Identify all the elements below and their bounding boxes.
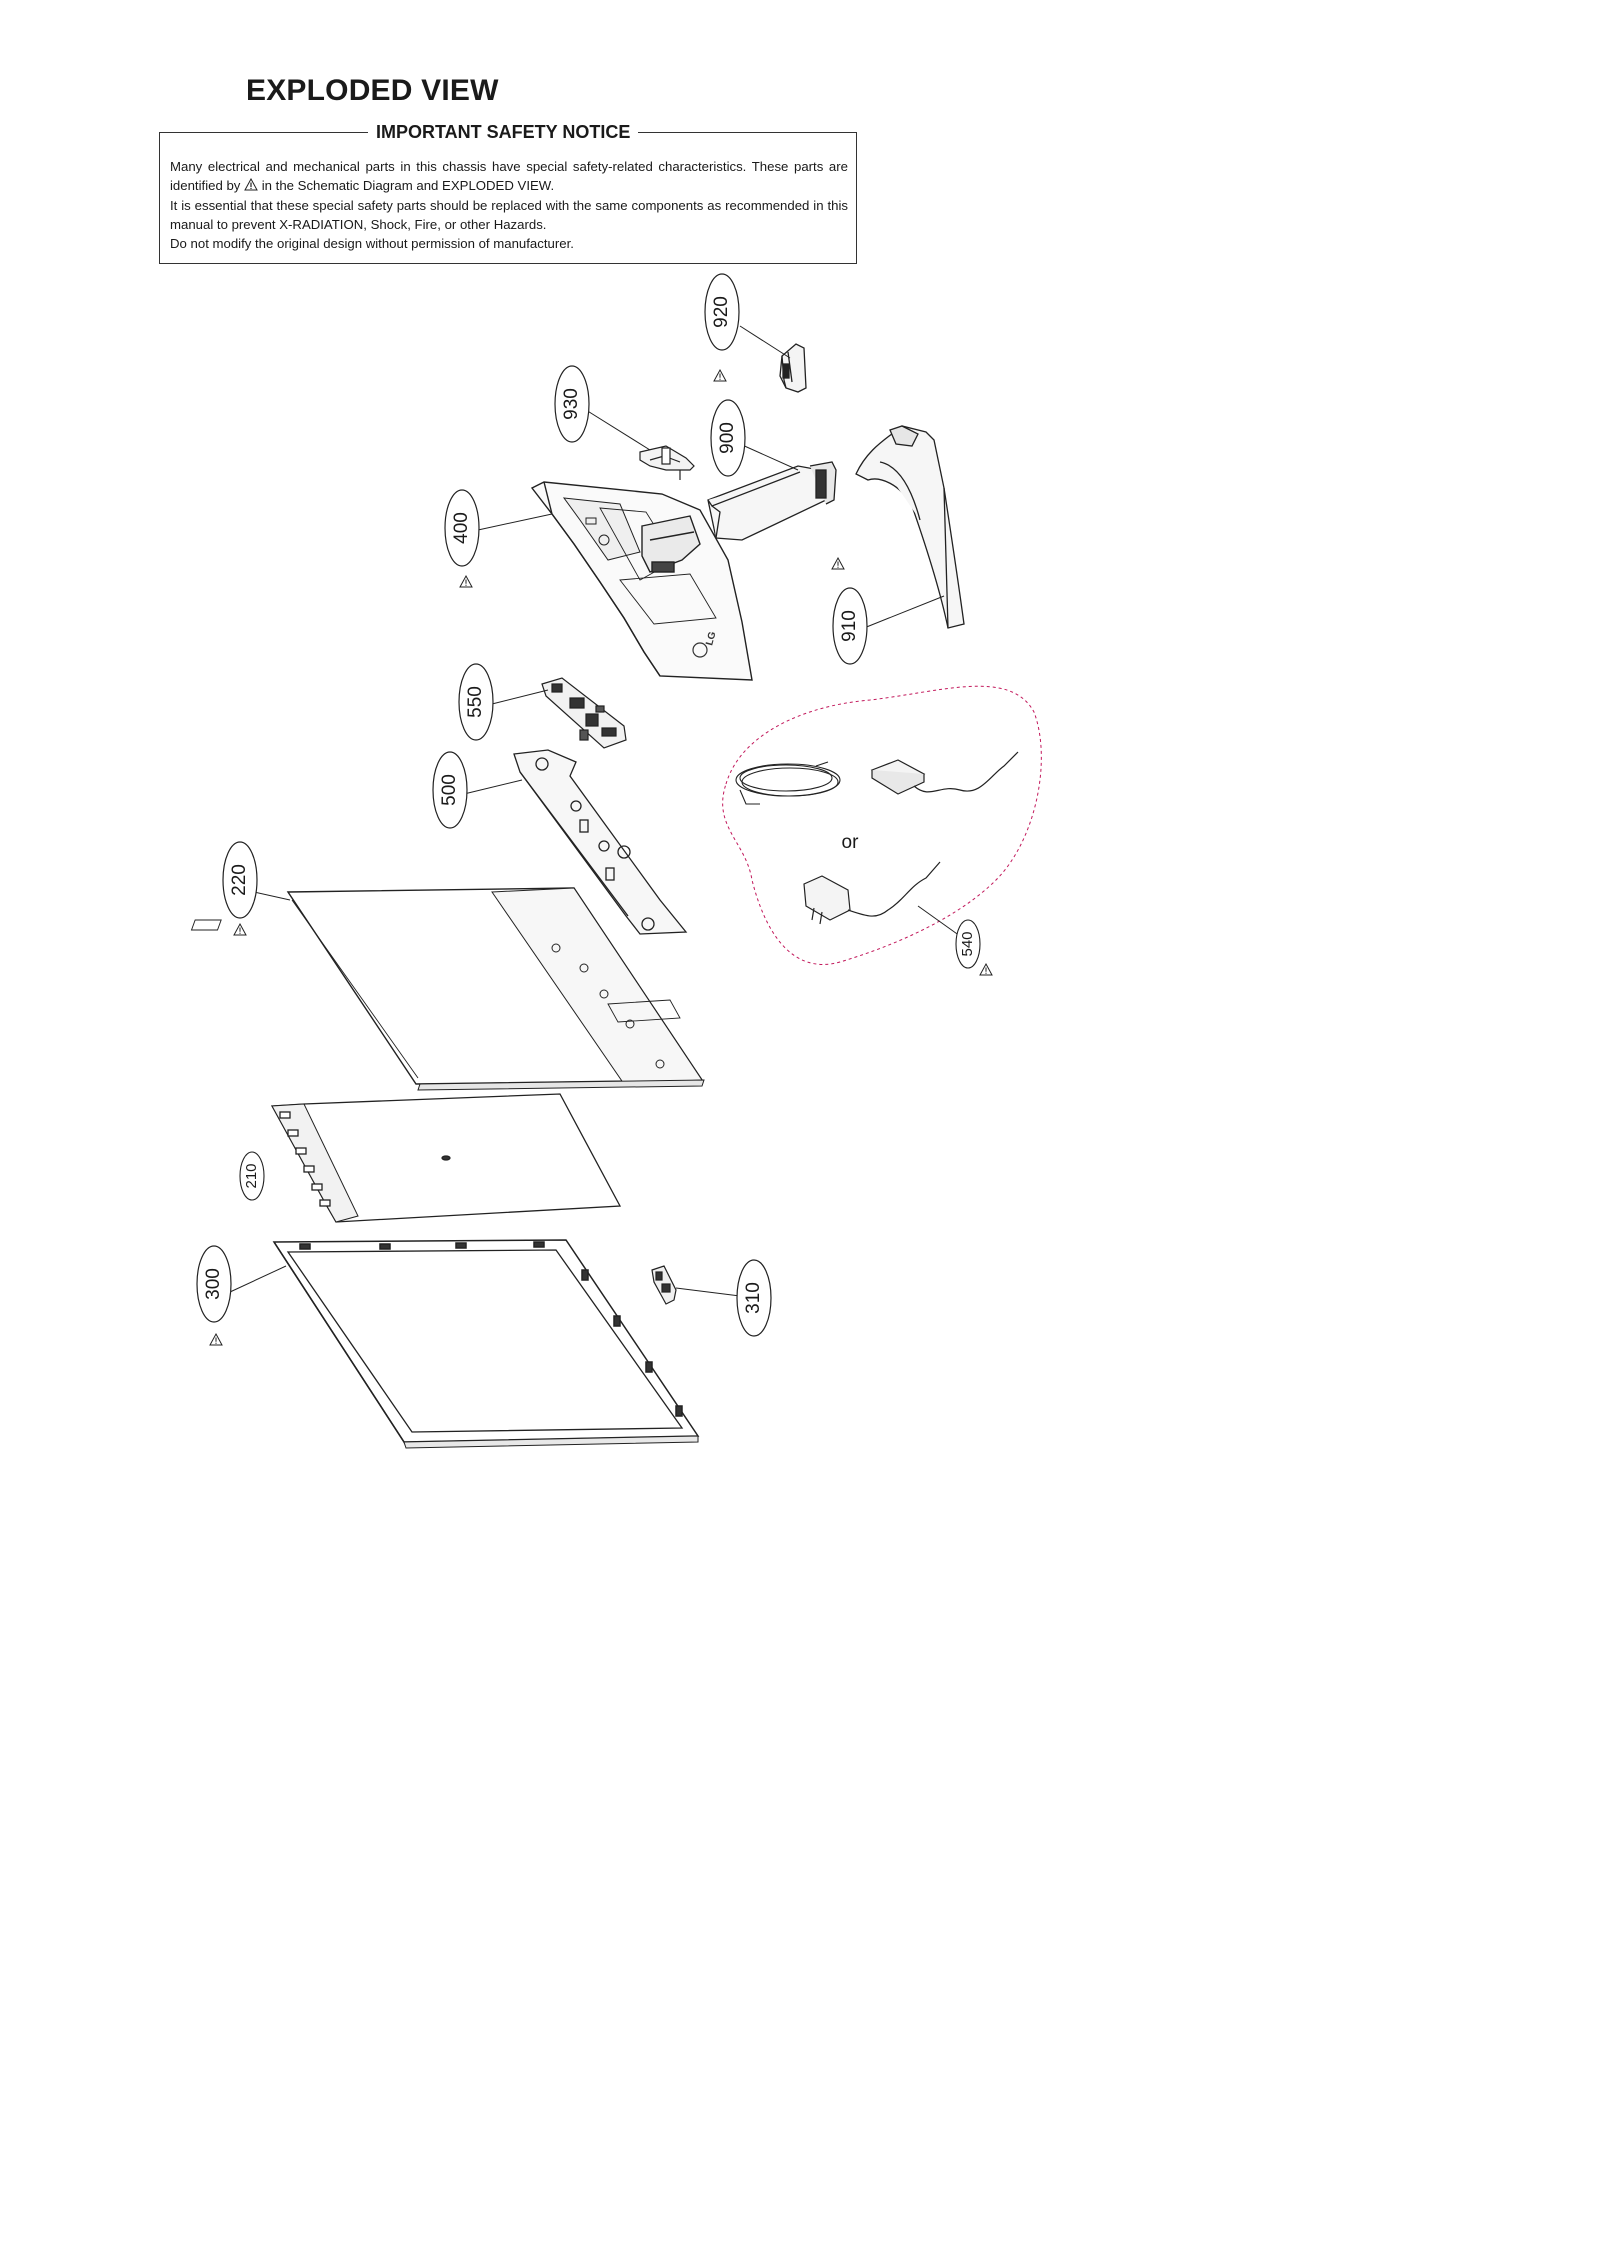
alternative-or-label: or bbox=[842, 832, 860, 853]
part-930-hinge-cover bbox=[639, 445, 695, 480]
notice-text-part: in the Schematic Diagram and EXPLODED VI… bbox=[261, 178, 555, 194]
part-220-lcd-module bbox=[190, 887, 705, 1091]
power-adapter-brick bbox=[870, 751, 1019, 795]
callout-220: 220 bbox=[222, 841, 258, 919]
part-310-control-button bbox=[651, 1265, 677, 1305]
callout-500: 500 bbox=[432, 751, 468, 829]
page-title: EXPLODED VIEW bbox=[246, 74, 499, 107]
callout-930: 930 bbox=[554, 365, 590, 443]
warning-triangle-icon bbox=[209, 1333, 223, 1346]
warning-triangle-icon bbox=[979, 963, 993, 976]
callout-300-label: 300 bbox=[203, 1268, 224, 1300]
part-500-bracket bbox=[513, 749, 688, 935]
warning-triangle-icon bbox=[713, 369, 727, 382]
leader-line-220 bbox=[253, 891, 291, 901]
leader-line-300 bbox=[229, 1265, 287, 1293]
callout-900-label: 900 bbox=[717, 422, 738, 454]
lg-logo: LG bbox=[692, 630, 719, 658]
callout-540: 540 bbox=[955, 919, 981, 969]
callout-210-label: 210 bbox=[243, 1163, 260, 1188]
warning-triangle-icon bbox=[233, 923, 247, 936]
leader-line-920 bbox=[739, 325, 791, 359]
callout-920-label: 920 bbox=[711, 296, 732, 328]
safety-notice-heading: IMPORTANT SAFETY NOTICE bbox=[368, 122, 639, 143]
exploded-view-diagram: 920 930 900 910 bbox=[190, 273, 1042, 1449]
callout-400: 400 bbox=[444, 489, 480, 567]
leader-line-900 bbox=[739, 443, 799, 471]
callout-310-label: 310 bbox=[743, 1282, 764, 1314]
callout-930-label: 930 bbox=[561, 388, 582, 420]
safety-notice-line-1: Many electrical and mechanical parts in … bbox=[170, 157, 848, 196]
power-cord bbox=[735, 761, 841, 805]
leader-line-500 bbox=[463, 779, 523, 795]
callout-550-label: 550 bbox=[465, 686, 486, 718]
callout-540-label: 540 bbox=[959, 931, 976, 956]
wall-adapter bbox=[803, 861, 941, 925]
leader-line-540 bbox=[917, 905, 961, 937]
warning-triangle-icon bbox=[244, 178, 258, 191]
part-910-stand-base bbox=[855, 425, 965, 629]
part-920-cover bbox=[779, 343, 807, 393]
callout-210: 210 bbox=[239, 1151, 265, 1201]
part-300-front-bezel bbox=[272, 1239, 700, 1449]
callout-910-label: 910 bbox=[839, 610, 860, 642]
callout-220-label: 220 bbox=[229, 864, 250, 896]
safety-notice-line-3: Do not modify the original design withou… bbox=[170, 236, 574, 252]
warning-triangle-icon bbox=[459, 575, 473, 588]
leader-line-910 bbox=[863, 595, 945, 629]
leader-line-400 bbox=[477, 513, 553, 531]
callout-910: 910 bbox=[832, 587, 868, 665]
leader-line-930 bbox=[585, 409, 651, 451]
callout-400-label: 400 bbox=[451, 512, 472, 544]
callout-300: 300 bbox=[196, 1245, 232, 1323]
notice-text-part: Many electrical and mechanical parts in … bbox=[170, 159, 848, 194]
warning-triangle-icon bbox=[831, 557, 845, 570]
part-540-alternatives-region bbox=[722, 685, 1042, 965]
callout-920: 920 bbox=[704, 273, 740, 351]
callout-550: 550 bbox=[458, 663, 494, 741]
callout-500-label: 500 bbox=[439, 774, 460, 806]
leader-line-550 bbox=[491, 689, 549, 705]
callout-900: 900 bbox=[710, 399, 746, 477]
part-550-main-board bbox=[541, 677, 627, 749]
leader-line-310 bbox=[675, 1287, 741, 1297]
lg-logo-text: LG bbox=[704, 630, 718, 646]
safety-notice-body: Many electrical and mechanical parts in … bbox=[170, 157, 848, 253]
safety-notice-line-2: It is essential that these special safet… bbox=[170, 197, 848, 232]
callout-310: 310 bbox=[736, 1259, 772, 1337]
part-210-panel-sheet bbox=[270, 1093, 622, 1223]
